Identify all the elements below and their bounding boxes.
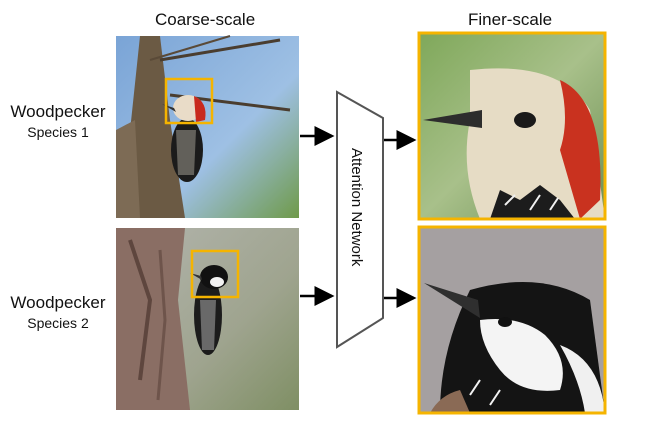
finer-image-species-2 <box>419 227 605 413</box>
row-2-name: Woodpecker <box>10 293 106 312</box>
coarse-crop-box-species-2 <box>190 249 240 299</box>
attention-network-label: Attention Network <box>348 148 365 267</box>
row-2-species: Species 2 <box>27 315 89 332</box>
coarse-crop-box-species-1 <box>164 77 214 125</box>
row-label-species-1: Woodpecker Species 1 <box>4 101 112 141</box>
row-1-name: Woodpecker <box>10 102 106 121</box>
row-1-species: Species 1 <box>27 124 89 141</box>
coarse-image-species-1 <box>116 35 299 218</box>
coarse-scale-header: Coarse-scale <box>155 10 256 29</box>
finer-frame-species-1 <box>417 31 607 221</box>
row-label-species-2: Woodpecker Species 2 <box>4 292 112 332</box>
coarse-image-species-2 <box>116 228 299 410</box>
attention-network-block <box>336 90 384 349</box>
finer-image-species-1 <box>419 33 605 219</box>
finer-scale-header: Finer-scale <box>468 10 553 29</box>
finer-frame-species-2 <box>417 225 607 415</box>
